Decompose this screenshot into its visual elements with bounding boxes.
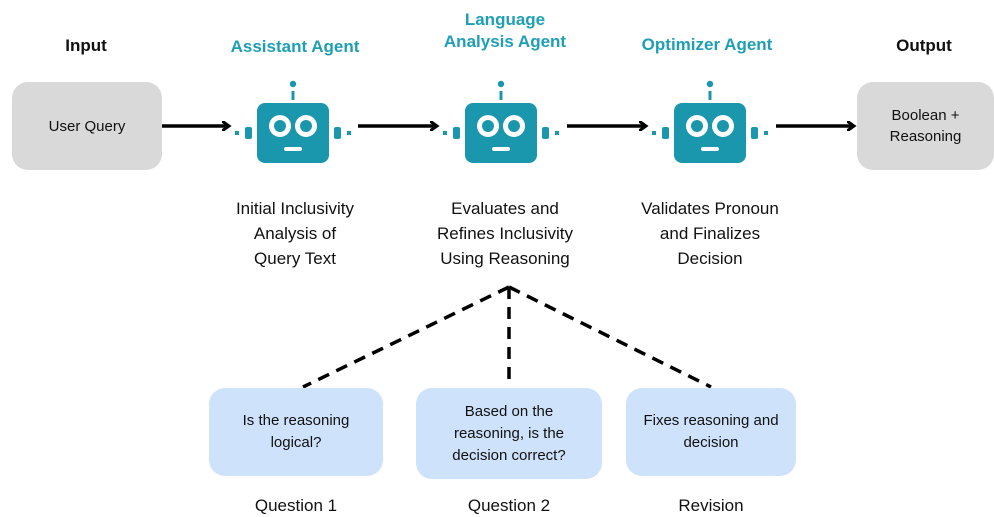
robot-icon	[443, 80, 559, 163]
description-line: Evaluates and	[451, 199, 559, 218]
description-line: and Finalizes	[659, 224, 761, 243]
language-analysis-agent-description: Evaluates and Refines Inclusivity Using …	[400, 196, 610, 271]
question-2-text-line: reasoning, is the	[453, 424, 565, 442]
language-analysis-agent-title-line-2: Analysis Agent	[443, 32, 567, 51]
robot-icon	[235, 80, 351, 163]
language-analysis-agent-title: Language Analysis Agent	[415, 9, 595, 53]
description-line: Analysis of	[253, 224, 337, 243]
assistant-agent-description: Initial Inclusivity Analysis of Query Te…	[195, 196, 395, 271]
revision-text-line: decision	[683, 434, 739, 451]
question-2-text-line: decision correct?	[452, 446, 566, 464]
dashed-line-revision	[508, 285, 712, 389]
description-line: Query Text	[254, 249, 336, 268]
revision-text-line: Fixes reasoning and	[643, 412, 779, 429]
question-1-label: Question 1	[254, 496, 338, 515]
description-line: Decision	[677, 249, 743, 268]
question-2-label: Question 2	[467, 496, 551, 515]
optimizer-agent-description: Validates Pronoun and Finalizes Decision	[605, 196, 815, 271]
user-query-text: User Query	[48, 117, 126, 135]
question-2-text-line: Based on the	[464, 402, 554, 420]
output-header: Output	[896, 36, 952, 55]
question-1-text-line: logical?	[270, 434, 322, 451]
revision-label: Revision	[678, 496, 744, 515]
description-line: Validates Pronoun	[641, 199, 779, 218]
question-1-text-line: Is the reasoning	[242, 412, 350, 429]
description-line: Initial Inclusivity	[235, 199, 355, 218]
question-1-box: Is the reasoning logical?	[209, 388, 383, 476]
output-line-1: Boolean +	[891, 107, 960, 124]
description-line: Using Reasoning	[440, 249, 570, 268]
output-line-2: Reasoning	[889, 128, 962, 145]
language-analysis-agent-title-line-1: Language	[464, 10, 546, 29]
assistant-agent-title: Assistant Agent	[230, 37, 360, 56]
robot-icon	[652, 80, 768, 163]
input-header: Input	[65, 36, 107, 55]
question-2-box: Based on the reasoning, is the decision …	[416, 388, 602, 479]
dashed-line-question-1	[302, 285, 510, 389]
user-query-box: User Query	[12, 82, 162, 170]
revision-box: Fixes reasoning and decision	[626, 388, 796, 476]
output-box: Boolean + Reasoning	[857, 82, 994, 170]
optimizer-agent-title: Optimizer Agent	[641, 35, 773, 54]
description-line: Refines Inclusivity	[436, 224, 574, 243]
